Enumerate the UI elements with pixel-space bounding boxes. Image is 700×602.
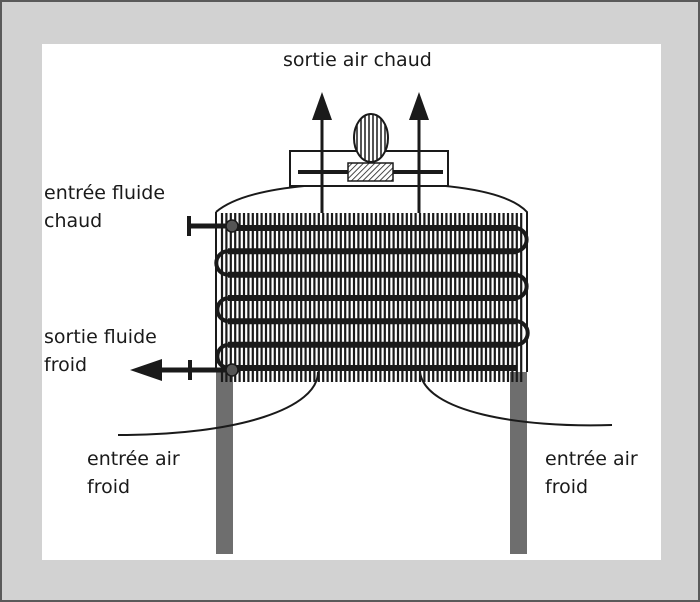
cold-fluid-outlet-connector [225, 363, 239, 377]
arrow-up-icon [312, 92, 332, 120]
tube-bend [515, 226, 529, 254]
tube-bend [215, 296, 229, 324]
label-cold-air-in-left-2: froid [87, 476, 131, 498]
label-hot-fluid-in-2: chaud [44, 210, 103, 232]
label-hot-air-out: sortie air chaud [283, 49, 432, 71]
diagram-panel [42, 44, 661, 560]
left-leg [216, 372, 233, 554]
cold-air-in-left-line [117, 371, 319, 436]
cold-air-in-right-line [419, 371, 613, 427]
motor [347, 162, 394, 182]
tube-bend [215, 342, 229, 370]
label-hot-fluid-in: entrée fluide [44, 182, 166, 204]
label-cold-air-in-left: entrée air [87, 448, 180, 470]
fan-icon [353, 113, 389, 163]
hot-fluid-inlet-connector [225, 219, 239, 233]
arrow-left-icon [130, 359, 162, 381]
tube-rows [214, 225, 530, 371]
arrow-up-icon [409, 92, 429, 120]
right-leg [510, 372, 527, 554]
label-cold-air-in-right-2: froid [545, 476, 589, 498]
label-cold-fluid-out-2: froid [44, 354, 88, 376]
tube-bend [214, 249, 229, 277]
tube-bend [515, 319, 530, 347]
label-cold-air-in-right: entrée air [545, 448, 638, 470]
tube-bend [515, 272, 529, 300]
label-cold-fluid-out: sortie fluide [44, 326, 157, 348]
